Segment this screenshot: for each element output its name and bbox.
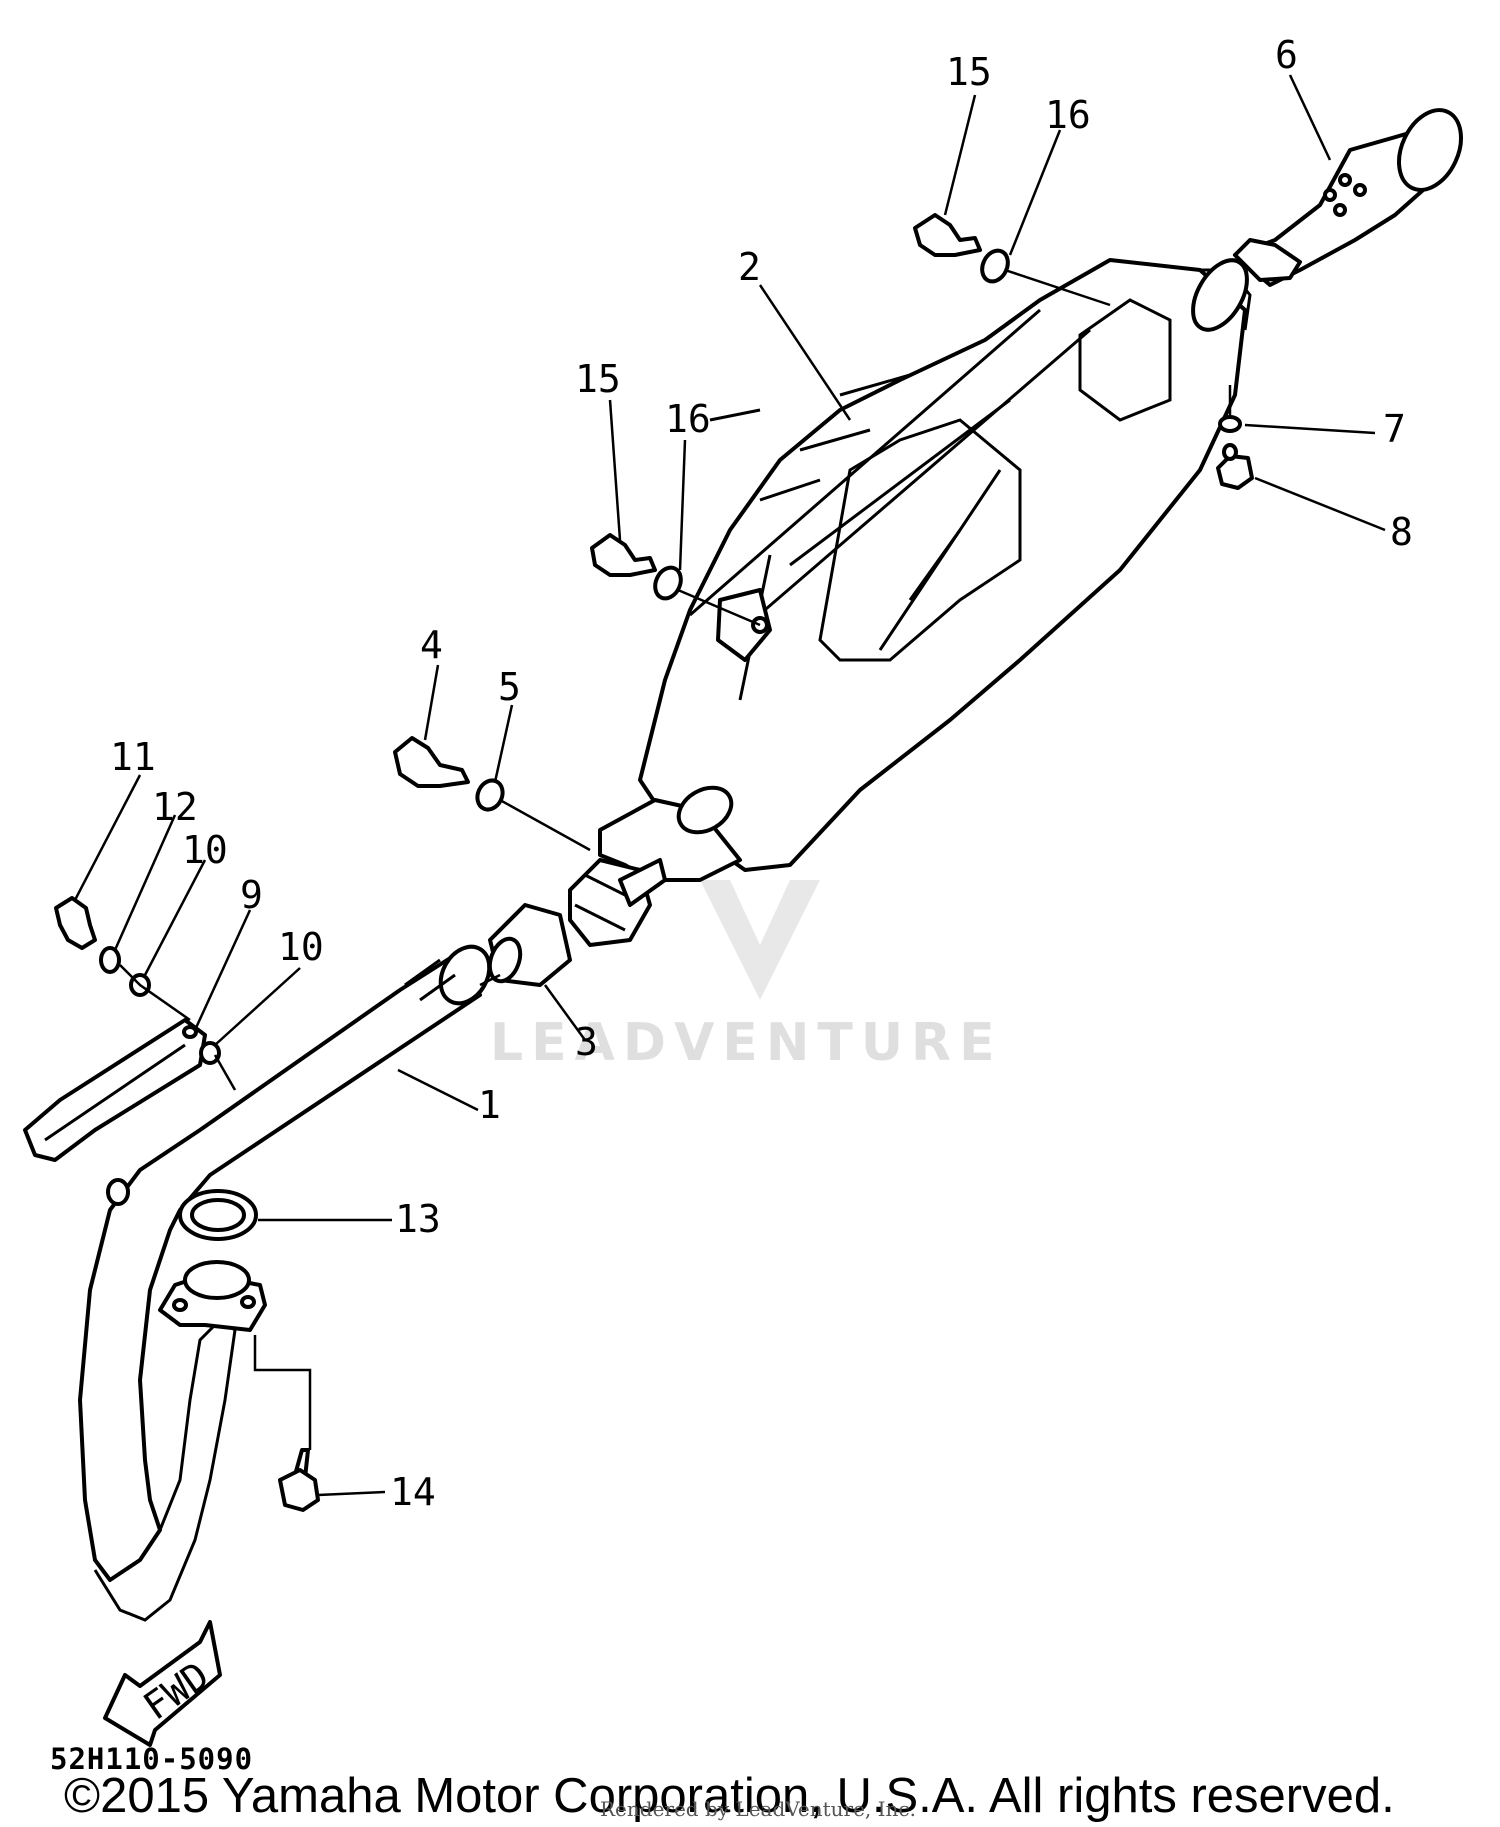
rendered-by-notice: Rendered by LeadVenture, Inc. — [600, 1797, 916, 1821]
callout-leaders — [73, 74, 1386, 1497]
callout-16-lower: 16 — [665, 397, 711, 441]
collar-part-10-lower — [199, 1041, 221, 1065]
bolt-part-15-lower — [590, 533, 657, 577]
callout-14: 14 — [390, 1470, 436, 1514]
washer-part-8 — [1218, 415, 1242, 433]
bolt-part-14 — [278, 1448, 320, 1512]
leadventure-watermark: LEADVENTURE — [490, 880, 1003, 1073]
callout-5: 5 — [498, 665, 521, 709]
callout-6: 6 — [1275, 33, 1298, 77]
callout-2: 2 — [738, 245, 761, 289]
callout-15-upper: 15 — [946, 50, 992, 94]
callout-9: 9 — [240, 873, 263, 917]
callout-7: 8 — [1390, 510, 1413, 554]
muffler-body-part-2 — [598, 258, 1252, 882]
washer-part-16-upper — [980, 248, 1010, 284]
exhaust-pipe-part-1 — [78, 944, 492, 1622]
callout-12: 12 — [152, 785, 198, 829]
callout-15-lower: 15 — [575, 357, 621, 401]
protector-part-9 — [23, 1018, 207, 1162]
callout-10-lower: 10 — [278, 925, 324, 969]
callout-11: 11 — [110, 735, 156, 779]
washer-part-5 — [475, 778, 505, 812]
nut-part-7 — [1216, 443, 1254, 490]
callout-8: 7 — [1383, 407, 1406, 451]
bolt-part-11 — [54, 896, 97, 950]
copyright-notice: ©2015 Yamaha Motor Corporation, U.S.A. A… — [64, 1769, 1395, 1823]
assembly-guide-lines — [119, 268, 1232, 1450]
tail-pipe-part-6 — [1233, 108, 1463, 287]
washer-part-16-lower — [653, 565, 683, 601]
callout-4: 4 — [420, 623, 443, 667]
forward-direction-arrow: FWD — [103, 1620, 222, 1747]
callout-10-upper: 10 — [182, 828, 228, 872]
watermark-text: LEADVENTURE — [490, 1013, 1003, 1073]
washer-part-12 — [99, 946, 121, 974]
callout-16-upper: 16 — [1045, 93, 1091, 137]
bolt-part-4 — [393, 736, 470, 788]
diagram-code: 52H110-5090 — [50, 1742, 254, 1776]
callout-13: 13 — [395, 1197, 441, 1241]
bolt-part-15-upper — [913, 213, 982, 257]
callout-numbers: 15 16 6 2 15 16 7 8 4 5 11 12 10 9 10 3 … — [110, 33, 1413, 1514]
joint-clamp — [568, 858, 667, 947]
callout-1: 1 — [478, 1083, 501, 1127]
gasket-part-13 — [178, 1189, 258, 1241]
callout-3: 3 — [575, 1020, 598, 1064]
joint-sleeve-part-3 — [487, 903, 572, 987]
